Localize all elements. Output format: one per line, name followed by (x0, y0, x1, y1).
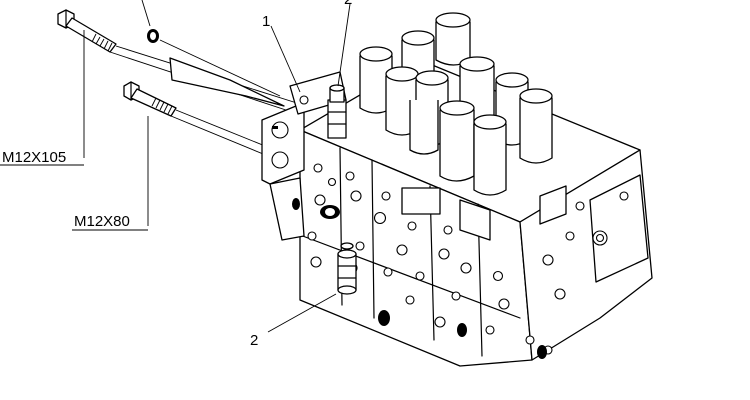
relief-valve-bottom-icon (337, 242, 357, 295)
leader-item-1 (270, 25, 301, 93)
relief-valve-top-icon (327, 84, 347, 139)
gasket-plate (169, 57, 285, 107)
short-bolt-m12x80 (123, 81, 271, 157)
bolt-label-m12x80: M12X80 (74, 213, 130, 230)
leader-item-2-bottom (267, 293, 337, 333)
end-cover (261, 71, 547, 359)
washer-icon (147, 29, 159, 43)
callout-1: 1 (262, 13, 270, 30)
callout-2-bottom: 2 (250, 332, 258, 349)
bolt-label-m12x105: M12X105 (2, 149, 66, 166)
callout-2-top: 2 (344, 0, 352, 8)
leader-washer (141, 0, 151, 27)
solenoid-valves (359, 12, 553, 196)
valve-block-icon (261, 12, 653, 367)
leader-item-2-top (337, 3, 351, 87)
washer-center-line (159, 39, 281, 97)
